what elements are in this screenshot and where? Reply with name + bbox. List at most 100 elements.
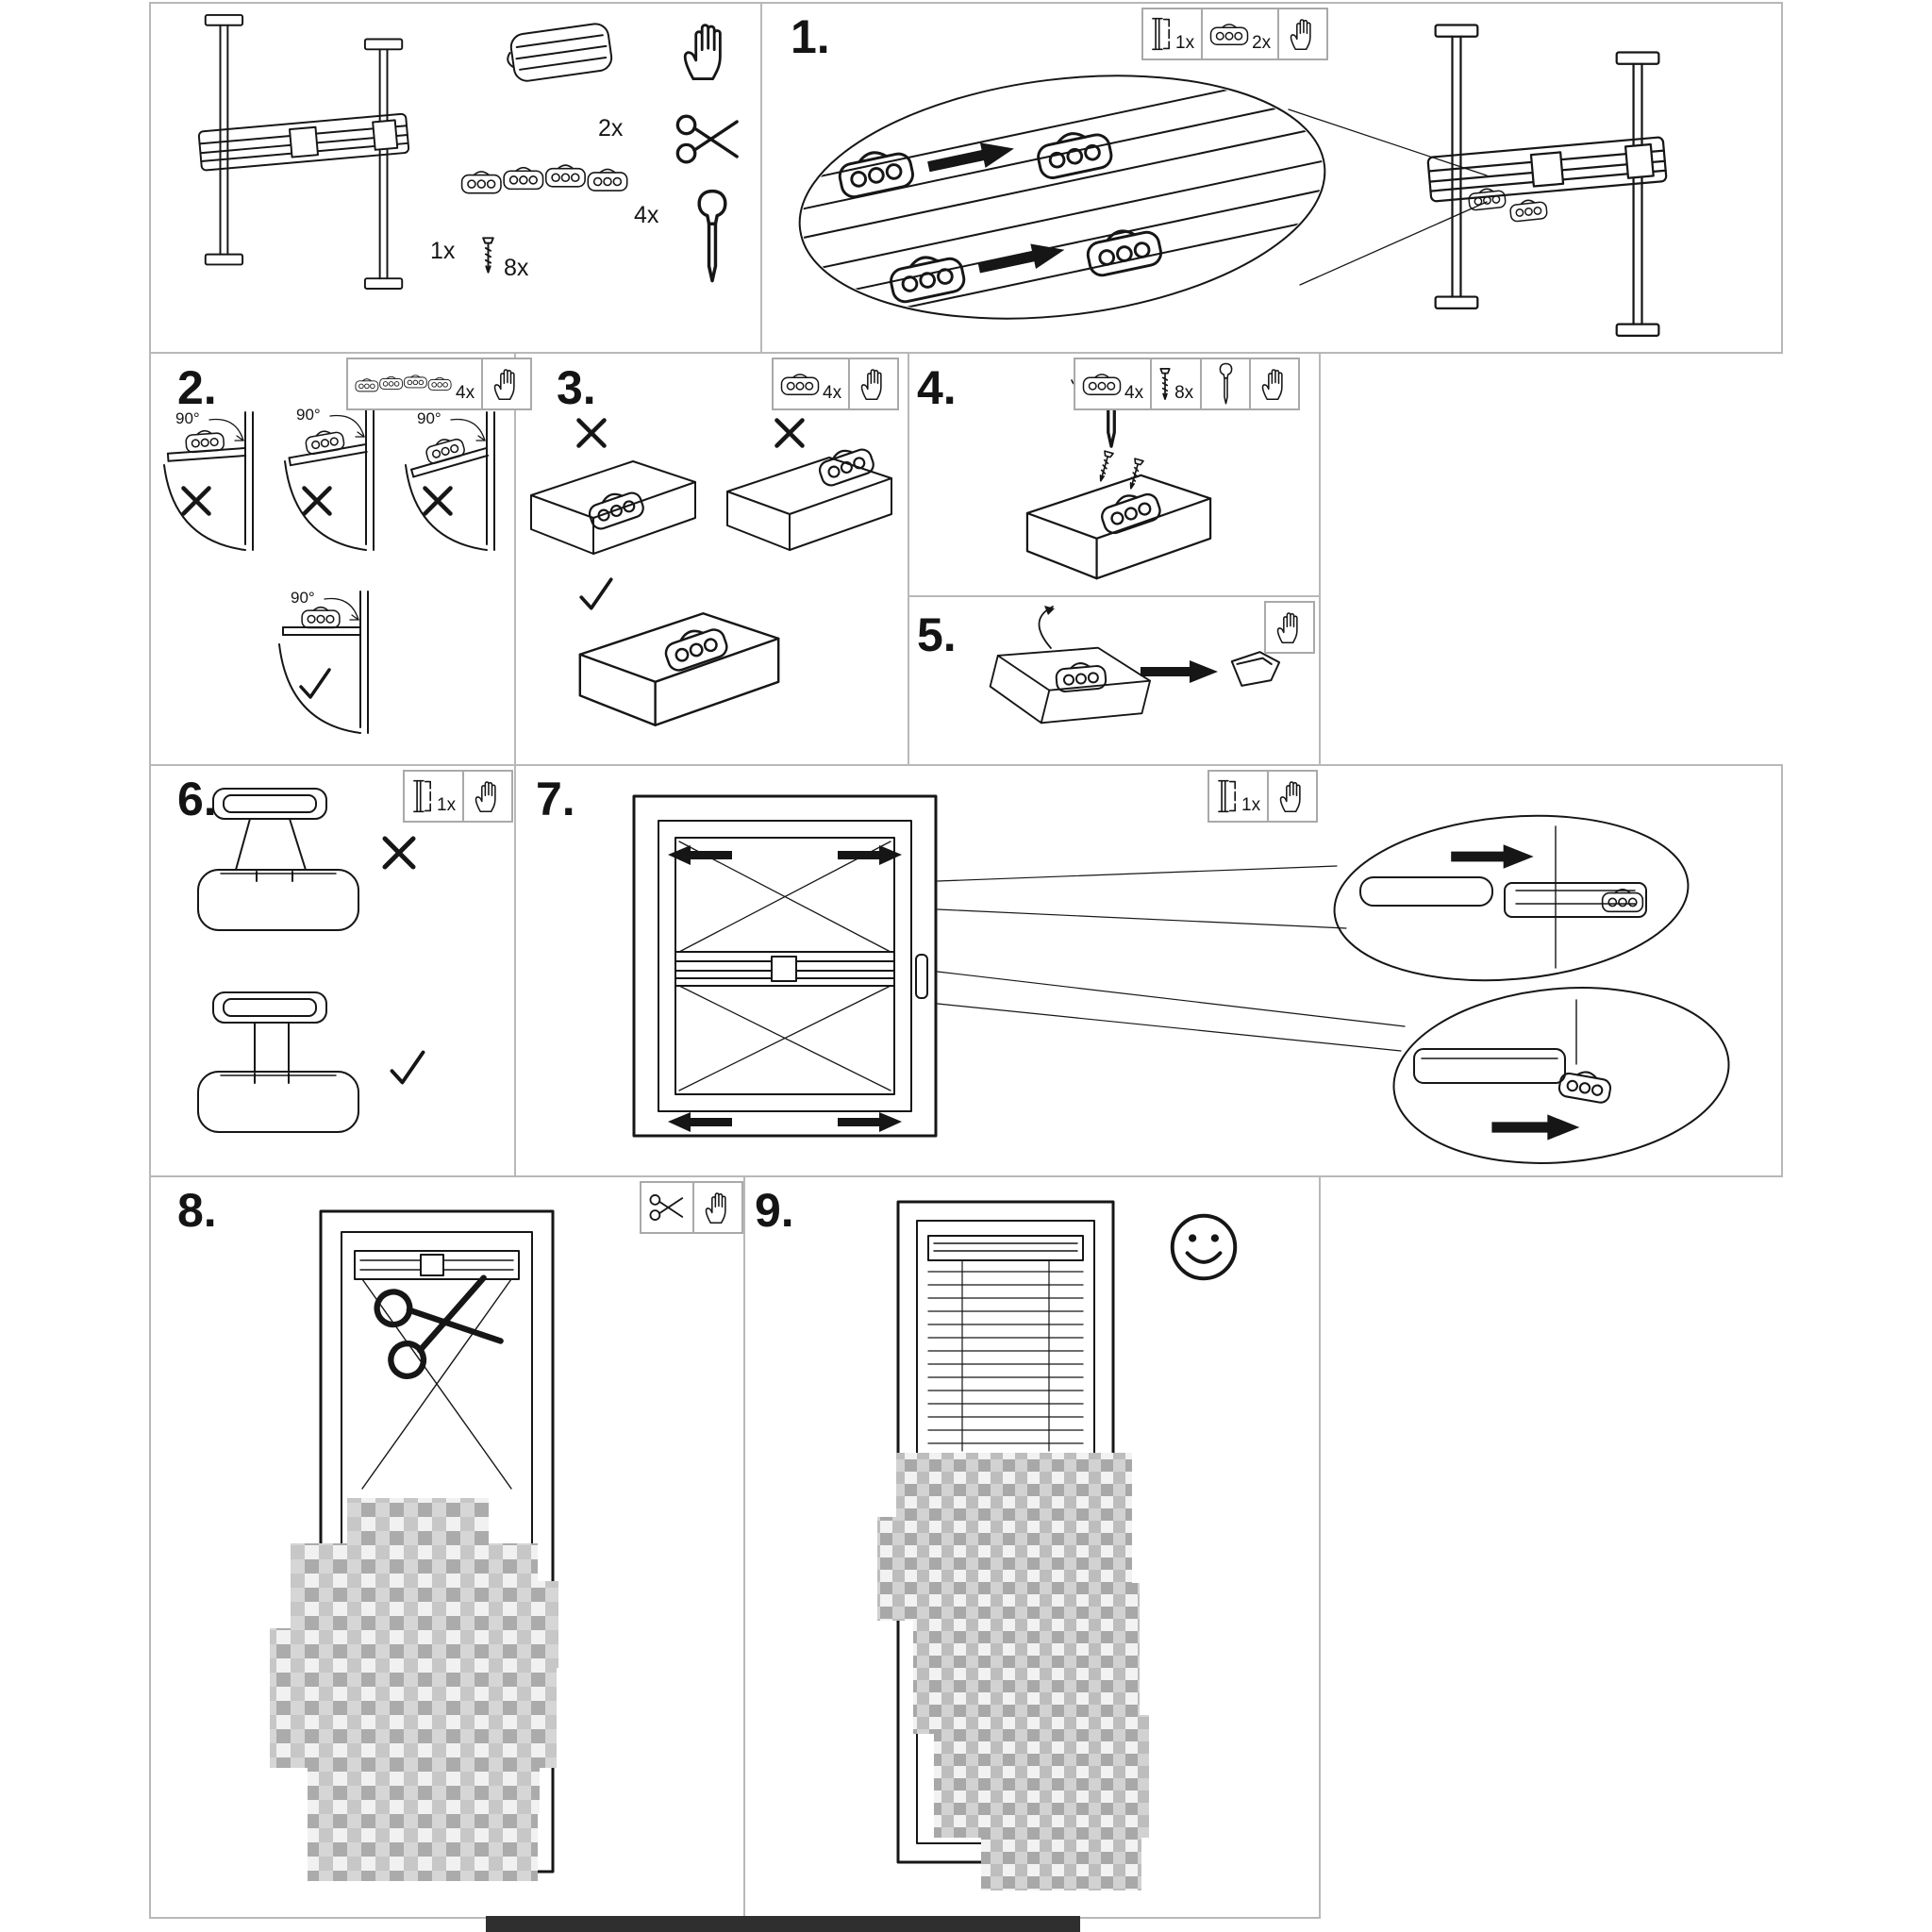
qty-label: 1x [437, 795, 457, 815]
tool-cell [1200, 358, 1252, 410]
step-7-number: 7. [536, 773, 575, 825]
clip-icon [1082, 372, 1122, 396]
panel-step-7 [516, 766, 1781, 1175]
bracket-mount-wrong [197, 788, 359, 931]
rail-end-wrong [530, 460, 696, 555]
clip-icon [1096, 486, 1164, 537]
screw-qty-label: 8x [504, 255, 529, 281]
clip-icon [1601, 889, 1644, 913]
step-9-number: 9. [755, 1184, 794, 1237]
clip-strip-drawing [462, 165, 627, 193]
mounting-bracket-drawing [507, 23, 613, 82]
clip-icon [1033, 125, 1115, 182]
clip-icon [1508, 197, 1549, 223]
clip-icon [1209, 22, 1249, 46]
qty-label: 8x [1174, 383, 1194, 403]
qty-label: 4x [823, 383, 842, 403]
window-drawing [632, 794, 938, 1138]
blind-assembly-drawing [1426, 24, 1668, 337]
step5-required-parts [1264, 601, 1315, 654]
hand-icon [858, 366, 890, 402]
grid-line [149, 764, 1783, 766]
parts-overview-drawing: 1x 2x 4x 8x [197, 13, 739, 290]
hand-icon [1276, 778, 1308, 814]
bracket-mount-correct [197, 991, 359, 1133]
part-cell: 1x [1208, 770, 1270, 823]
screw-icon [1095, 450, 1114, 484]
part-cell: 2x [1201, 8, 1280, 60]
part-cell: 8x [1150, 358, 1203, 410]
step9-drawing [877, 1200, 1238, 1890]
grid-line [908, 352, 909, 764]
detail-ellipse-bottom [1392, 987, 1730, 1164]
tool-cell [1277, 8, 1329, 60]
scissors-icon [648, 1191, 686, 1224]
step4-required-parts: 4x 8x [1074, 358, 1301, 410]
grid-line [514, 352, 516, 1175]
hand-icon [1274, 609, 1306, 645]
panel-step-6 [149, 766, 514, 1175]
check-icon [390, 1050, 425, 1085]
rail-end-wrong [726, 441, 892, 551]
grid-line [1781, 764, 1783, 1175]
bracket-icon [1150, 15, 1173, 53]
step7-required-parts: 1x [1208, 770, 1319, 823]
window-handle [915, 954, 928, 999]
clip-strip-icon [355, 373, 453, 395]
angle-label: 90° [291, 589, 315, 607]
detail-ellipse [798, 75, 1326, 320]
step-4-number: 4. [917, 361, 957, 414]
clip-icon [834, 143, 917, 201]
clip-icon [1557, 1066, 1614, 1106]
bracket-qty-label: 2x [598, 115, 624, 142]
tool-cell [1264, 601, 1315, 654]
rail-end-drawing [983, 624, 1156, 747]
corner-diagram-wrong [284, 408, 375, 551]
tool-cell [692, 1181, 743, 1234]
grid-line [760, 2, 762, 352]
step3-drawing [530, 354, 892, 726]
step-2-number: 2. [177, 361, 217, 414]
corner-diagram-correct [278, 591, 369, 734]
step3-required-parts: 4x [772, 358, 900, 410]
clip-icon [301, 606, 341, 629]
arrow-right-icon [1450, 843, 1535, 870]
panel-parts-overview: 1x 2x 4x 8x [149, 4, 760, 352]
arrow-right-icon [1491, 1113, 1581, 1141]
clipstrip-qty-label: 4x [634, 202, 659, 228]
corner-diagram-wrong [405, 411, 495, 551]
step1-drawing [788, 24, 1668, 337]
removed-part-drawing [1230, 651, 1281, 687]
part-cell: 1x [1141, 8, 1204, 60]
arrow-left-icon [668, 1112, 732, 1132]
bottom-rail-detail [1413, 999, 1614, 1141]
clip-icon [780, 372, 820, 396]
blind-qty-label: 1x [430, 238, 456, 264]
cross-icon [305, 489, 330, 514]
qty-label: 4x [1124, 383, 1144, 403]
screw-drawing [482, 237, 494, 274]
panel-step-3 [516, 354, 908, 764]
smiley-icon [1170, 1213, 1238, 1281]
part-cell: 1x [403, 770, 465, 823]
step8-drawing [270, 1209, 558, 1881]
clip-icon [659, 620, 731, 675]
tool-cell [462, 770, 514, 823]
arrow-right-icon [1140, 658, 1220, 685]
tool-cell [640, 1181, 694, 1234]
cross-icon [777, 421, 803, 446]
tool-cell [848, 358, 900, 410]
rail-end-correct [578, 612, 780, 726]
corner-diagram-wrong [163, 411, 254, 551]
curved-arrow-icon [1044, 606, 1055, 615]
qty-label: 1x [1241, 795, 1261, 815]
screwdriver-icon [697, 189, 727, 283]
qty-label: 2x [1252, 33, 1272, 53]
grid-line [149, 2, 1783, 4]
scissors-icon [374, 1268, 504, 1380]
clip-icon [423, 433, 467, 466]
part-cell: 4x [346, 358, 484, 410]
bracket-icon [411, 777, 434, 815]
cross-icon [184, 489, 209, 514]
